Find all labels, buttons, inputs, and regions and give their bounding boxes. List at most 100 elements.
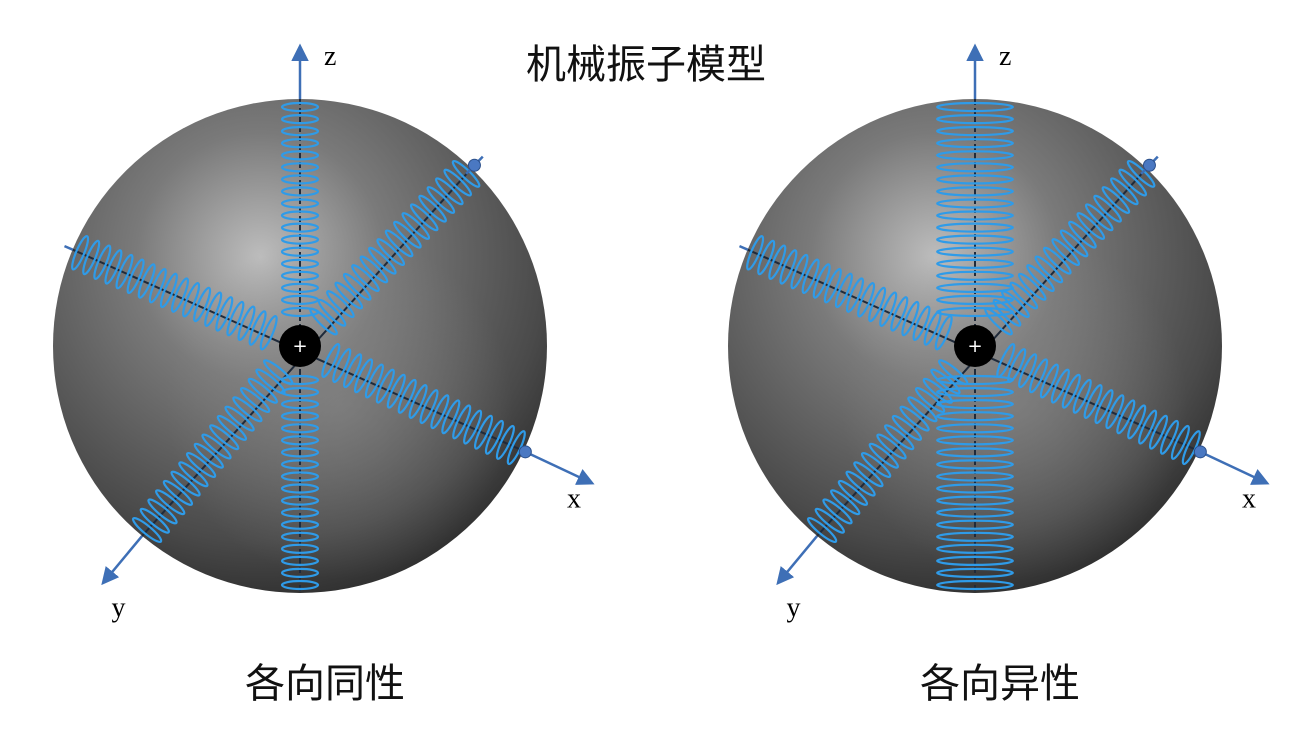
spring-y-back-coil	[443, 168, 473, 197]
spring-z-up-coil	[280, 258, 320, 269]
spring-y-front-coil	[170, 470, 201, 497]
spring-z-down-coil	[936, 483, 1014, 494]
spring-y-back-coil	[409, 203, 439, 232]
spring-z-down-coil	[280, 531, 320, 542]
spring-z-up-coil	[280, 234, 320, 245]
spring-y-front-coil	[845, 470, 876, 497]
y-axis-arrow	[101, 535, 143, 586]
spring-z-down-coil	[936, 567, 1014, 579]
spring-x-back-coil	[879, 291, 898, 327]
spring-x-front-coil	[452, 404, 472, 440]
spring-y-back-coil	[1009, 281, 1039, 310]
spring-y-front-coil	[868, 442, 899, 469]
spring-x-back-coil	[226, 300, 245, 337]
spring-x-front-coil	[430, 394, 450, 430]
axis-label-y: y	[787, 592, 801, 623]
spring-x-front-coil	[1018, 353, 1038, 389]
spring-y-front-coil	[209, 424, 240, 451]
spring-y-front-coil	[131, 516, 163, 544]
spring-z-up-coil	[280, 186, 320, 197]
spring-y-front-coil	[806, 516, 838, 544]
spring-z-up-coil	[280, 101, 320, 113]
spring-y-front-coil	[139, 507, 170, 534]
spring-x-front-coil	[419, 389, 439, 425]
spring-x-back	[71, 235, 278, 351]
spring-x-front-coil	[364, 363, 384, 399]
spring-x-back-coil	[934, 314, 953, 351]
x-axis-arrow	[1198, 449, 1270, 485]
spring-y-back-coil	[359, 255, 389, 284]
spring-z-down-coil	[936, 579, 1014, 591]
axis-label-y: y	[112, 592, 126, 623]
axis-label-x: x	[567, 483, 581, 514]
spring-z-down-coil	[936, 519, 1014, 530]
spring-y-front-coil	[263, 359, 294, 386]
spring-y-back-coil	[1068, 220, 1097, 249]
spring-y-back-coil	[1026, 264, 1055, 293]
spring-y-back-coil	[418, 194, 447, 223]
spring-z-down-coil	[936, 459, 1014, 470]
spring-x-back-coil	[901, 300, 920, 337]
spring-x-front-coil	[1050, 368, 1070, 404]
spring-x-back-coil	[126, 258, 145, 295]
spring-x-back-coil	[868, 286, 887, 323]
spring-y-front-coil	[837, 479, 869, 506]
spring-y-back	[984, 159, 1156, 336]
spring-z-down-coil	[280, 495, 320, 506]
y-axis-arrow	[776, 535, 818, 586]
spring-x-front	[321, 343, 526, 466]
spring-z-down-coil	[936, 495, 1014, 506]
spring-x-back-coil	[104, 249, 123, 285]
spring-y-front-coil	[255, 368, 286, 395]
model-isotropic: zxy+	[53, 41, 595, 623]
endpoint-dot	[1142, 158, 1156, 172]
spring-z-down	[936, 374, 1014, 591]
spring-x-back-coil	[182, 282, 201, 318]
spring-z-down-coil	[936, 555, 1014, 567]
spring-y-front-coil	[201, 433, 232, 460]
spring-x-front-coil	[484, 419, 504, 455]
spring-z-up-coil	[936, 246, 1014, 257]
spring-x-back-coil	[204, 291, 223, 327]
spring-x-front-coil	[495, 424, 515, 460]
axis-label-x: x	[1242, 483, 1256, 514]
spring-y-back-coil	[367, 246, 397, 275]
spring-z-down-coil	[936, 471, 1014, 482]
spring-y-front-coil	[193, 442, 224, 469]
spring-z-up-coil	[936, 186, 1014, 197]
spring-x-front-coil	[1148, 414, 1169, 450]
spring-y-front-coil	[239, 386, 271, 414]
spring-y-front-coil	[155, 489, 186, 516]
spring-z-down-coil	[936, 411, 1014, 422]
spring-x-back-coil	[923, 310, 942, 346]
spring-y-front-coil	[178, 461, 209, 488]
spring-x-front-coil	[343, 353, 363, 389]
spring-z-down-coil	[280, 507, 320, 518]
spring-y-back-coil	[309, 307, 338, 336]
spring-x-front-coil	[441, 399, 461, 435]
spring-y-back-coil	[992, 298, 1022, 327]
spring-y-back-coil	[1034, 255, 1064, 284]
spring-y-front-coil	[907, 396, 938, 423]
spring-z-up	[936, 101, 1014, 318]
spring-z-down-coil	[936, 447, 1014, 458]
spring-x-front-coil	[1039, 363, 1059, 399]
spring-y-back-coil	[1118, 168, 1148, 197]
spring-x-front-coil	[1170, 424, 1190, 460]
spring-z-up-coil	[936, 174, 1014, 185]
spring-y-front-coil	[822, 498, 853, 525]
spring-x-front-coil	[1007, 348, 1027, 384]
spring-z-down-coil	[280, 519, 320, 530]
spring-x-back-coil	[193, 286, 212, 323]
spring-y-front-coil	[162, 479, 194, 506]
spring-z-up-coil	[280, 126, 320, 137]
spring-z-down-coil	[280, 399, 320, 410]
spring-x-back-coil	[857, 282, 876, 318]
spring-y-back-coil	[1109, 177, 1139, 206]
spring-z-down-coil	[280, 567, 320, 579]
spring-z-down-coil	[280, 579, 320, 591]
spring-z-down-coil	[936, 423, 1014, 434]
spring-y-front-coil	[891, 414, 923, 441]
spring-y-back-coil	[393, 220, 422, 249]
